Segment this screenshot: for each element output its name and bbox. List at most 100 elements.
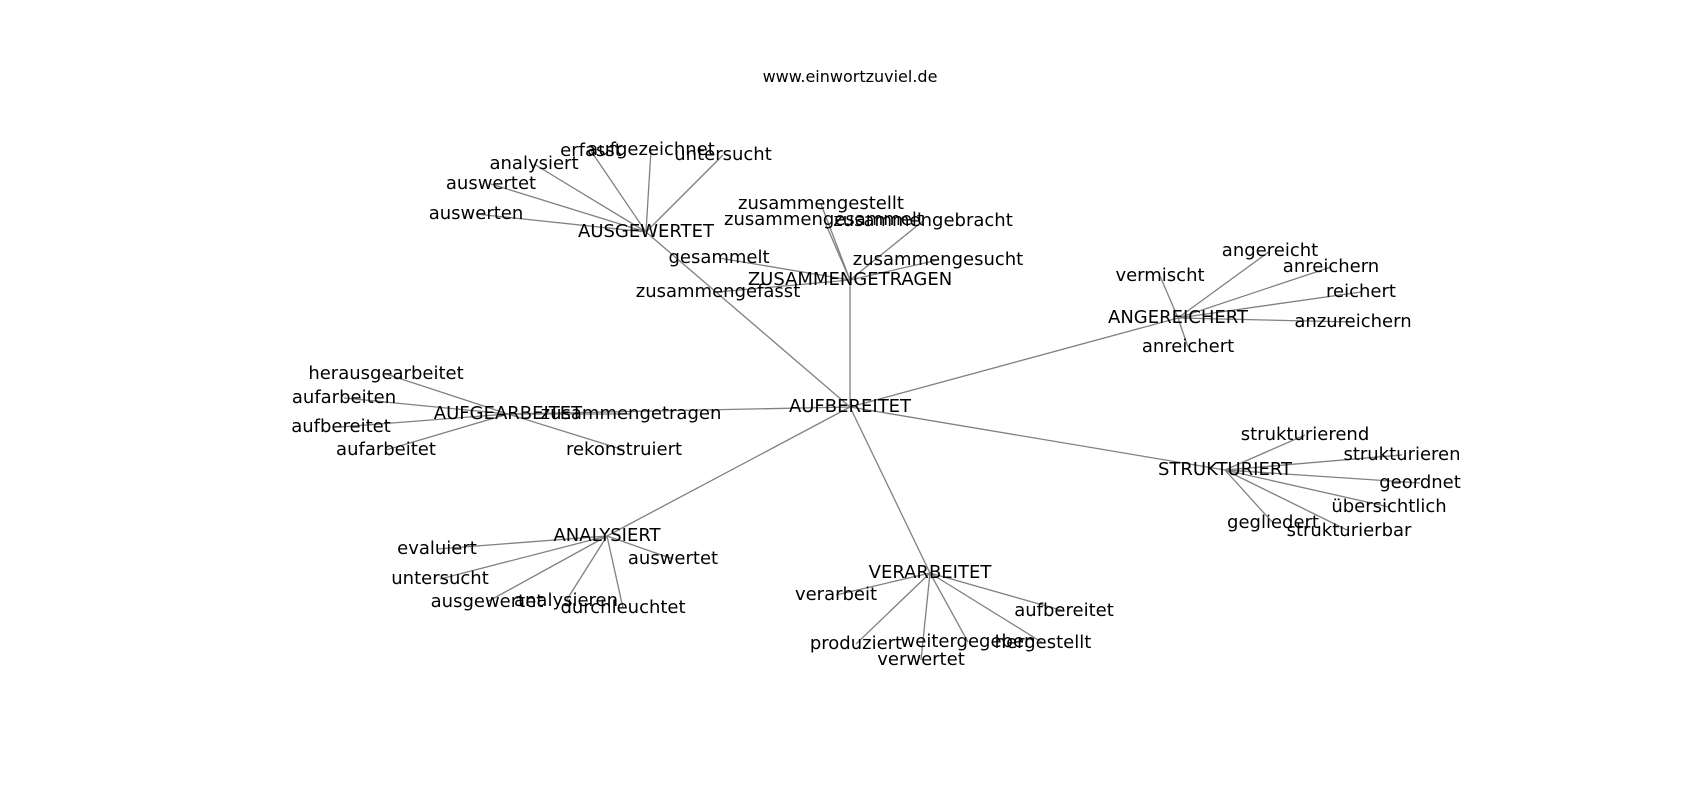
- node-n1: angereicht: [1222, 240, 1318, 261]
- edge-zusammengetragen-z3: [849, 220, 924, 281]
- node-g5: zusammengetragen: [541, 403, 722, 424]
- edge-angereichert-n4: [1177, 291, 1362, 319]
- node-y2: untersucht: [391, 568, 489, 589]
- node-v2: aufbereitet: [1014, 600, 1114, 621]
- node-s3: geordnet: [1379, 472, 1461, 493]
- node-v5: weitergegeben: [901, 631, 1036, 652]
- edge-root-aufgearbeitet: [507, 406, 851, 415]
- edge-analysiert-y3: [486, 535, 608, 603]
- node-n4: reichert: [1326, 281, 1396, 302]
- node-g4: aufarbeitet: [336, 439, 436, 460]
- node-y5: durchleuchtet: [560, 597, 685, 618]
- edge-aufgearbeitet-g6: [507, 413, 625, 451]
- node-n3: anreichern: [1283, 256, 1379, 277]
- node-y3: ausgewertet: [431, 591, 544, 612]
- edge-ausgewertet-a1: [590, 150, 647, 233]
- nodes-layer: AUFBEREITET AUSGEWERTET ZUSAMMENGETRAGEN AN…: [291, 139, 1461, 670]
- edge-verarbeitet-v1: [835, 572, 931, 596]
- node-v6: hergestellt: [995, 632, 1092, 653]
- node-aufgearbeitet: AUFGEARBEITET: [434, 403, 583, 424]
- node-analysiert: ANALYSIERT: [553, 525, 661, 546]
- edge-analysiert-y2: [439, 535, 608, 580]
- node-a4: analysiert: [489, 153, 578, 174]
- node-verarbeitet: VERARBEITET: [869, 562, 993, 583]
- edge-ausgewertet-a3: [645, 154, 724, 233]
- edge-verarbeitet-v6: [929, 572, 1044, 644]
- node-s2: strukturieren: [1343, 444, 1460, 465]
- node-y6: auswertet: [628, 548, 718, 569]
- source-label: www.einwortzuviel.de: [763, 67, 938, 86]
- edge-analysiert-y4: [565, 535, 608, 602]
- edge-analysiert-y5: [606, 535, 624, 609]
- node-angereichert: ANGEREICHERT: [1108, 307, 1249, 328]
- edge-verarbeitet-v5: [929, 572, 969, 643]
- node-v4: verwertet: [877, 649, 965, 670]
- edge-analysiert-y1: [436, 535, 608, 550]
- node-z1: zusammengestellt: [738, 193, 904, 214]
- node-z5: gesammelt: [668, 247, 769, 268]
- node-v3: produziert: [810, 633, 902, 654]
- edge-strukturiert-s3: [1224, 469, 1421, 484]
- node-z3: zusammengebracht: [833, 210, 1013, 231]
- node-a3: untersucht: [674, 144, 772, 165]
- edge-zusammengetragen-z2: [823, 219, 851, 281]
- edge-strukturiert-s2: [1224, 454, 1403, 471]
- node-n6: anreichert: [1142, 336, 1234, 357]
- node-z4: zusammengesucht: [853, 249, 1023, 270]
- edge-angereichert-n6: [1177, 317, 1189, 348]
- edge-zusammengetragen-z4: [849, 259, 939, 281]
- edge-strukturiert-s6: [1224, 469, 1350, 532]
- edge-ausgewertet-a2: [645, 149, 652, 233]
- node-n2: vermischt: [1115, 265, 1204, 286]
- node-a5: auswertet: [446, 173, 536, 194]
- node-s6: strukturierbar: [1287, 520, 1412, 541]
- edge-ausgewertet-a5: [490, 183, 647, 233]
- edge-aufgearbeitet-g1: [385, 373, 509, 415]
- node-ausgewertet: AUSGEWERTET: [578, 221, 715, 242]
- node-g6: rekonstruiert: [566, 439, 682, 460]
- edge-angereichert-n2: [1159, 275, 1179, 319]
- node-y1: evaluiert: [397, 538, 477, 559]
- edge-verarbeitet-v3: [855, 572, 931, 645]
- edge-ausgewertet-a6: [475, 213, 647, 233]
- node-s4: übersichtlich: [1331, 496, 1446, 517]
- edge-angereichert-n1: [1177, 250, 1271, 319]
- edges-layer: [340, 149, 1421, 661]
- edge-strukturiert-s5: [1224, 469, 1274, 524]
- node-y4: analysieren: [514, 590, 618, 611]
- edge-ausgewertet-a4: [533, 163, 647, 233]
- edge-analysiert-y6: [606, 535, 674, 560]
- edge-root-verarbeitet: [849, 406, 931, 574]
- node-g2: aufarbeiten: [292, 387, 396, 408]
- edge-verarbeitet-v2: [929, 572, 1065, 612]
- node-zusammengetragen: ZUSAMMENGETRAGEN: [748, 269, 952, 290]
- edge-zusammengetragen-z6: [717, 279, 851, 293]
- node-g3: aufbereitet: [291, 416, 391, 437]
- node-a1: erfasst: [560, 140, 622, 161]
- node-a2: aufgezeichnet: [587, 139, 715, 160]
- node-strukturiert: STRUKTURIERT: [1158, 459, 1293, 480]
- edge-strukturiert-s4: [1224, 469, 1390, 508]
- node-s5: gegliedert: [1227, 512, 1319, 533]
- node-a6: auswerten: [429, 203, 524, 224]
- edge-angereichert-n5: [1177, 317, 1354, 323]
- edge-aufgearbeitet-g3: [340, 413, 509, 428]
- edge-aufgearbeitet-g4: [385, 413, 509, 451]
- node-z6: zusammengefasst: [636, 281, 801, 302]
- node-z2: zusammengesammelt: [724, 209, 924, 230]
- edge-root-strukturiert: [849, 406, 1226, 471]
- edge-aufgearbeitet-g2: [343, 397, 509, 415]
- edge-strukturiert-s1: [1224, 434, 1306, 471]
- node-n5: anzureichern: [1294, 311, 1411, 332]
- edge-root-angereichert: [849, 317, 1179, 408]
- edge-root-analysiert: [606, 406, 851, 537]
- edge-root-ausgewertet: [645, 231, 851, 408]
- edge-zusammengetragen-z5: [718, 257, 851, 281]
- node-root: AUFBEREITET: [789, 396, 912, 417]
- edge-verarbeitet-v4: [920, 572, 931, 661]
- node-g1: herausgearbeitet: [308, 363, 463, 384]
- edge-angereichert-n3: [1177, 266, 1332, 319]
- node-v1: verarbeit: [795, 584, 877, 605]
- node-s1: strukturierend: [1241, 424, 1370, 445]
